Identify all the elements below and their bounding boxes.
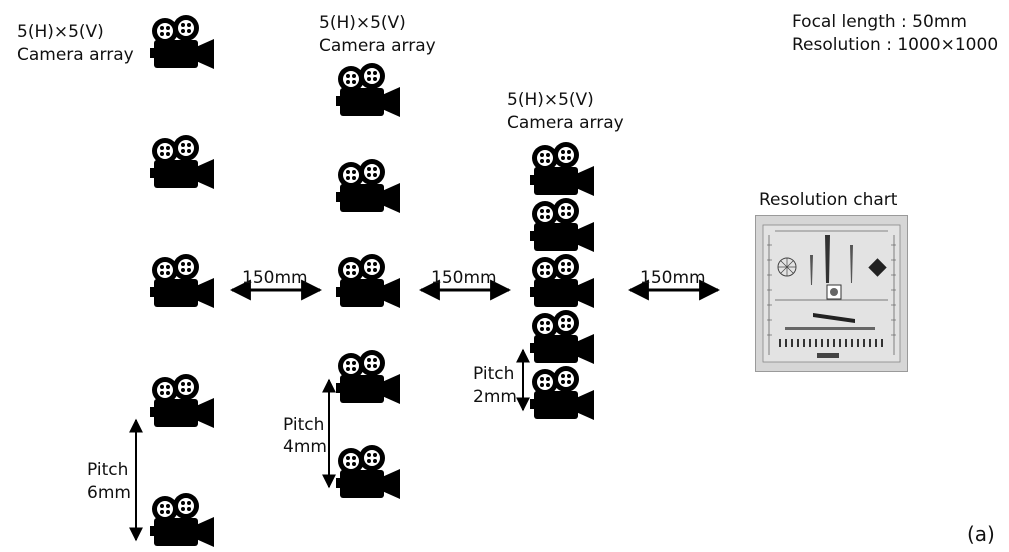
pitch-label-1-line2: 6mm (87, 483, 131, 504)
pitch-label-2-line1: Pitch (283, 415, 324, 436)
resolution-chart-label: Resolution chart (759, 190, 897, 211)
distance-label-2: 150mm (431, 268, 497, 289)
pitch-label-3-line2: 2mm (473, 387, 517, 408)
panel-label: (a) (967, 522, 995, 546)
pitch-label-3-line1: Pitch (473, 364, 514, 385)
distance-label-1: 150mm (242, 268, 308, 289)
pitch-label-1-line1: Pitch (87, 460, 128, 481)
resolution-chart-image (755, 215, 908, 372)
distance-label-3: 150mm (640, 268, 706, 289)
pitch-label-2-line2: 4mm (283, 437, 327, 458)
